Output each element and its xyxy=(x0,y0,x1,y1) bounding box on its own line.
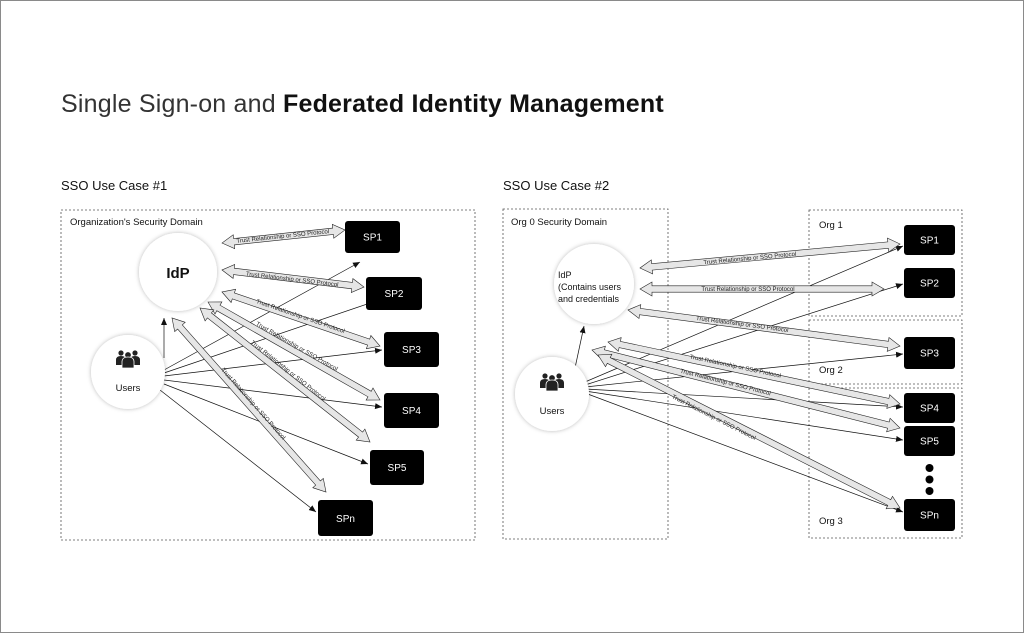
case2-sp2-label: SP2 xyxy=(920,279,939,290)
case2-idp-desc-line2: and credentials xyxy=(558,294,620,304)
case2-sp3: SP3 xyxy=(904,337,955,369)
case1-sp3-label: SP3 xyxy=(402,345,421,356)
case2-users-to-idp-arrow xyxy=(574,325,586,369)
case2-trust-arrow-sp1: Trust Relationship or SSO Protocol xyxy=(639,237,901,275)
case2-trust-arrow-sp3: Trust Relationship or SSO Protocol xyxy=(627,304,901,352)
case1-spn: SPn xyxy=(318,500,373,536)
case2-sp3-label: SP3 xyxy=(920,349,939,360)
case2-users-label: Users xyxy=(540,406,565,417)
case2-sp1-label: SP1 xyxy=(920,236,939,247)
org3-label: Org 3 xyxy=(819,516,843,527)
case1-users-to-sp4-line xyxy=(163,379,383,410)
case2-heading: SSO Use Case #2 xyxy=(503,178,610,193)
case2-spn: SPn xyxy=(904,499,955,531)
case1-sp2-label: SP2 xyxy=(385,289,404,300)
case1-sp5: SP5 xyxy=(370,450,424,485)
group-of-people-icon xyxy=(540,373,564,392)
case1-sp1-label: SP1 xyxy=(363,233,382,244)
case2-trust-label-sp1: Trust Relationship or SSO Protocol xyxy=(703,252,796,267)
case2-spn-label: SPn xyxy=(920,511,939,522)
case1-trust-label-sp1: Trust Relationship or SSO Protocol xyxy=(236,229,329,245)
title-bold: Federated Identity Management xyxy=(283,90,664,118)
page-title: Single Sign-on and Federated Identity Ma… xyxy=(61,90,664,119)
case1-spn-label: SPn xyxy=(336,514,355,525)
case1-trust-label-sp2: Trust Relationship or SSO Protocol xyxy=(246,272,339,289)
case1-sp4-label: SP4 xyxy=(402,406,421,417)
case2-org0-security-domain xyxy=(502,208,669,540)
case2-users-to-sp5-line xyxy=(584,390,904,442)
case2-sp4-label: SP4 xyxy=(920,404,939,415)
case2-trust-label-spn: Trust Relationship or SSO Protocol xyxy=(671,394,757,441)
case1-sp5-label: SP5 xyxy=(388,463,407,474)
case1-sp4: SP4 xyxy=(384,393,439,428)
case1-sp3: SP3 xyxy=(384,332,439,367)
case2-users-to-sp2-line xyxy=(584,283,904,386)
case2-trust-label-sp2: Trust Relationship or SSO Protocol xyxy=(701,287,794,293)
case2-sp2: SP2 xyxy=(904,268,955,298)
org2-domain xyxy=(808,319,963,385)
case1-users-label: Users xyxy=(116,383,141,394)
case1-trust-arrow-sp2: Trust Relationship or SSO Protocol xyxy=(221,264,365,293)
case1-sp1: SP1 xyxy=(345,221,400,253)
org3-domain xyxy=(808,387,963,539)
case2-users-to-sp4-line xyxy=(584,388,904,410)
case2-sp5: SP5 xyxy=(904,426,955,456)
case1-heading: SSO Use Case #1 xyxy=(61,178,168,193)
case2-idp-label: IdP xyxy=(558,270,572,280)
case1-domain-label: Organization's Security Domain xyxy=(70,217,203,228)
case1-trust-arrow-sp1: Trust Relationship or SSO Protocol xyxy=(221,223,346,250)
case1-idp-node: IdP xyxy=(139,233,217,311)
vertical-dots-icon xyxy=(925,464,934,495)
case2-sp4: SP4 xyxy=(904,393,955,423)
org1-label: Org 1 xyxy=(819,220,843,231)
case2-trust-arrow-sp2: Trust Relationship or SSO Protocol xyxy=(639,281,885,297)
case2-trust-arrows: Trust Relationship or SSO Protocol Trust… xyxy=(591,237,901,510)
case2-idp-desc-line1: (Contains users xyxy=(558,282,622,292)
case2-trust-arrow-spn: Trust Relationship or SSO Protocol xyxy=(597,353,901,510)
case2-sp5-label: SP5 xyxy=(920,437,939,448)
case1-users-to-spn-line xyxy=(159,389,317,513)
case2-trust-arrow-sp4: Trust Relationship or SSO Protocol xyxy=(607,337,901,409)
case1-sp2: SP2 xyxy=(366,277,422,310)
case1-trust-label-spn: Trust Relationship or SSO Protocol xyxy=(220,367,286,441)
case2-domain-label: Org 0 Security Domain xyxy=(511,217,607,228)
org2-label: Org 2 xyxy=(819,365,843,376)
org1-domain xyxy=(808,209,963,317)
case2-user-connections xyxy=(574,245,904,513)
case2-users-to-spn-line xyxy=(584,392,904,513)
title-light: Single Sign-on and xyxy=(61,90,284,118)
case2-users-node: Users xyxy=(515,357,589,431)
case1-idp-label: IdP xyxy=(166,265,189,282)
group-of-people-icon xyxy=(116,350,140,369)
case1-users-node: Users xyxy=(91,335,165,409)
case2-sp1: SP1 xyxy=(904,225,955,255)
case2-idp-node: IdP (Contains users and credentials xyxy=(554,244,634,324)
